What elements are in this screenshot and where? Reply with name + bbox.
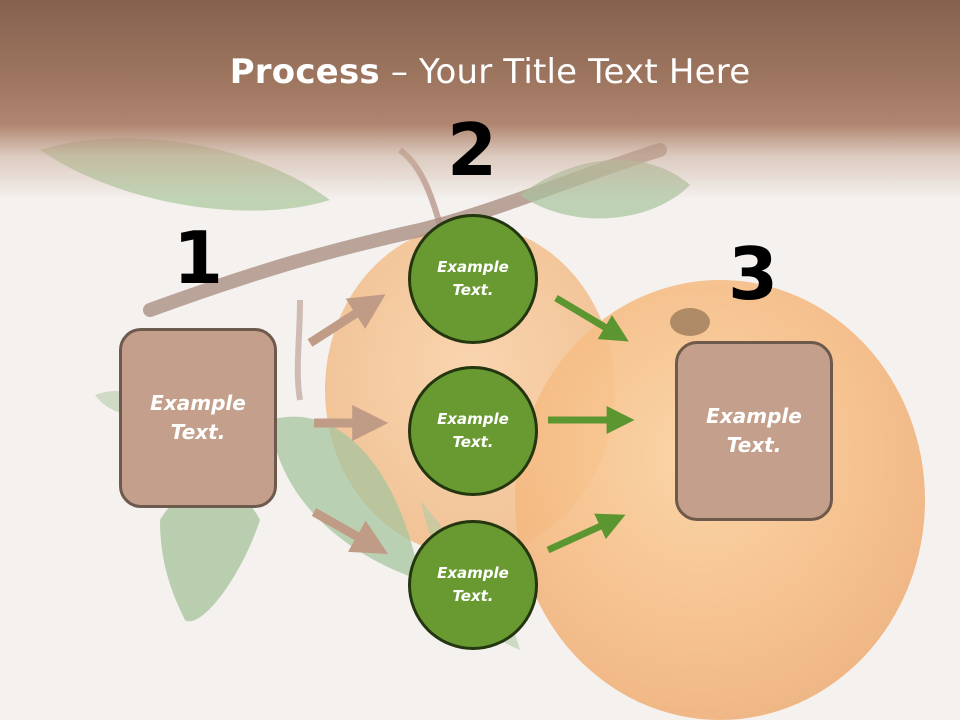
- circle-bottom-line1: Example: [437, 564, 509, 582]
- step-3-text-line1: Example: [706, 404, 802, 428]
- step-3-box: Example Text.: [675, 341, 833, 521]
- circle-bottom-line2: Text.: [452, 587, 494, 605]
- header-band: [0, 0, 960, 200]
- step-3-text-line2: Text.: [726, 433, 782, 457]
- circle-top-line1: Example: [437, 258, 509, 276]
- arrow-right-up: [546, 513, 626, 554]
- step-number-3: 3: [727, 232, 779, 316]
- step-1-text-line2: Text.: [170, 420, 226, 444]
- circle-middle-line1: Example: [437, 410, 509, 428]
- arrow-left-down: [311, 508, 389, 554]
- circle-top-line2: Text.: [452, 281, 494, 299]
- circle-middle: Example Text.: [408, 366, 538, 496]
- arrow-right-down: [554, 294, 629, 342]
- step-number-1: 1: [172, 216, 224, 300]
- slide-title: Process – Your Title Text Here: [0, 52, 960, 92]
- title-bold: Process: [229, 52, 380, 92]
- step-1-box: Example Text.: [119, 328, 277, 508]
- circle-middle-line2: Text.: [452, 433, 494, 451]
- step-1-text-line1: Example: [150, 391, 246, 415]
- circle-bottom: Example Text.: [408, 520, 538, 650]
- step-number-2: 2: [446, 108, 498, 192]
- circle-top: Example Text.: [408, 214, 538, 344]
- title-rest: – Your Title Text Here: [379, 52, 751, 92]
- arrow-left-up: [307, 294, 386, 347]
